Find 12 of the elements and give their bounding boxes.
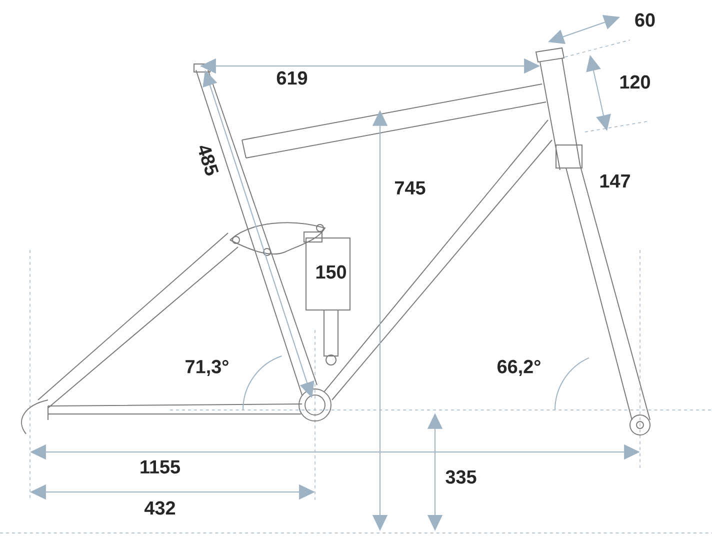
dimension-label: 120	[620, 75, 650, 89]
dimension-label: 485	[198, 146, 219, 176]
dimension-label: 1155	[140, 460, 180, 474]
dimension-label: 60	[635, 13, 655, 27]
dimension-label: 147	[600, 174, 630, 188]
dimension-label: 745	[395, 181, 426, 195]
dimension-label: 150	[316, 265, 346, 279]
dimension-label: 619	[276, 71, 308, 85]
dimension-label: 71,3°	[186, 360, 228, 376]
dimension-label: 66,2°	[497, 360, 540, 376]
dimension-label: 432	[144, 501, 176, 515]
dimension-label: 335	[446, 470, 476, 484]
